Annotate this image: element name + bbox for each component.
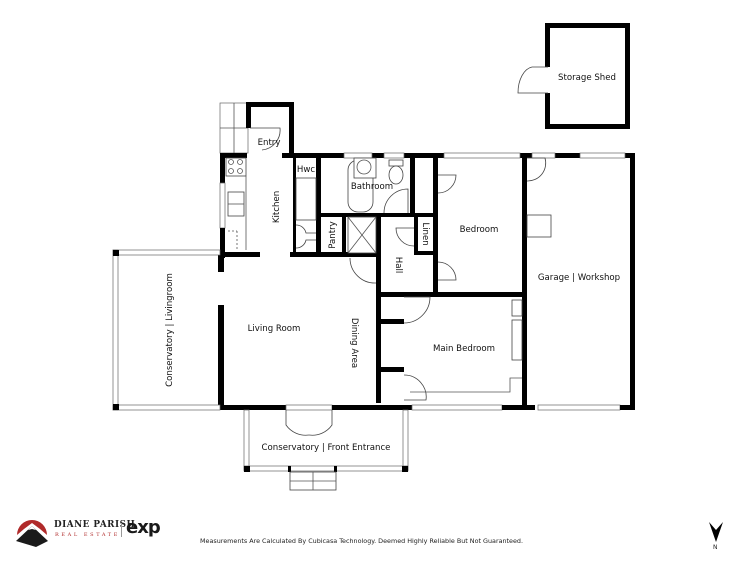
- room-label-conservatory-front: Conservatory | Front Entrance: [262, 443, 391, 453]
- north-label: N: [713, 544, 718, 551]
- room-label-hwc: Hwc: [297, 165, 315, 175]
- disclaimer-text: Measurements Are Calculated By Cubicasa …: [200, 537, 524, 545]
- partner-logo: exp: [126, 517, 161, 538]
- room-label-pantry: Pantry: [328, 221, 338, 249]
- entry: Entry: [219, 102, 294, 157]
- room-label-main-bedroom: Main Bedroom: [433, 344, 495, 354]
- north-arrow-icon: [709, 522, 723, 542]
- room-label-storage-shed: Storage Shed: [558, 73, 616, 83]
- room-label-conservatory-living: Conservatory | Livingroom: [165, 273, 175, 387]
- brand-divider: [121, 523, 122, 537]
- room-label-linen: Linen: [420, 222, 430, 245]
- main-house-walls: [218, 152, 635, 411]
- room-label-kitchen: Kitchen: [272, 191, 282, 223]
- brand-subtitle: REAL ESTATE: [55, 532, 120, 538]
- room-label-hall: Hall: [393, 257, 403, 274]
- storage-shed: Storage Shed: [517, 23, 630, 129]
- room-label-entry: Entry: [258, 138, 281, 148]
- fixtures: [112, 157, 552, 491]
- room-label-living-room: Living Room: [248, 324, 301, 334]
- room-label-dining-area: Dining Area: [349, 318, 359, 368]
- mountain-logo-icon: [16, 520, 48, 547]
- room-labels: Hwc Bathroom Bedroom Garage | Workshop L…: [165, 165, 620, 453]
- room-label-garage: Garage | Workshop: [538, 273, 620, 283]
- room-label-bedroom: Bedroom: [460, 225, 499, 235]
- brand-logo: DIANE PARISH REAL ESTATE exp: [14, 515, 164, 551]
- brand-name: DIANE PARISH: [54, 520, 136, 530]
- room-label-bathroom: Bathroom: [351, 182, 393, 192]
